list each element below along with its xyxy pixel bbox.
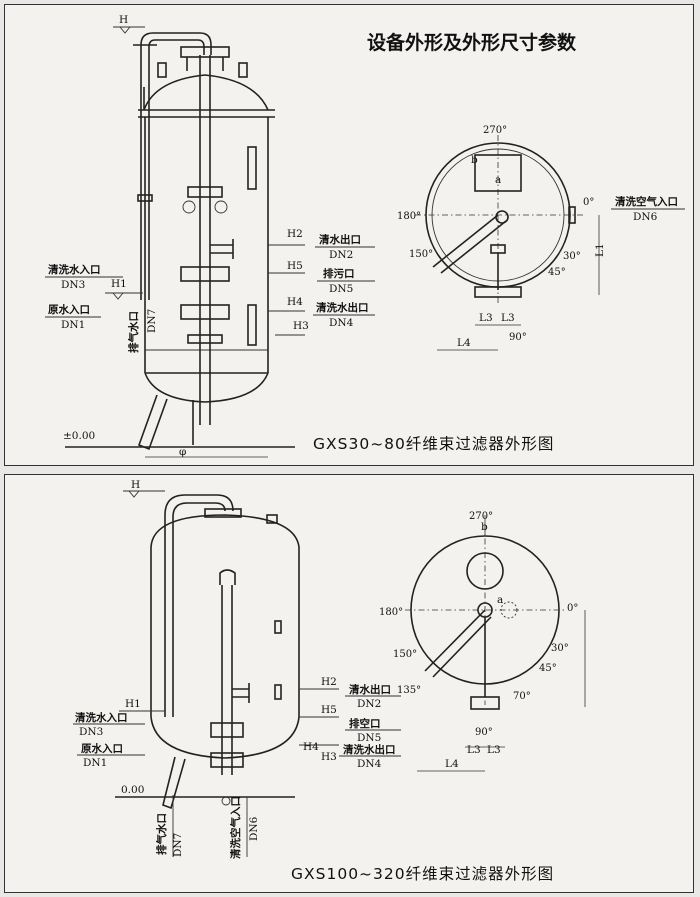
page-title: 设备外形及外形尺寸参数 xyxy=(367,31,577,54)
angle-45: 45° xyxy=(548,267,566,278)
port-drain-label-large: 排空口 xyxy=(349,717,381,730)
angle-135-large: 135° xyxy=(397,685,421,696)
sight-glass-large-upper xyxy=(274,620,282,634)
diameter-symbol: φ xyxy=(179,446,186,458)
port-clean-wash-in-label-large: 清洗水入口 xyxy=(75,711,128,724)
port-clean-wash-in-label: 清洗水入口 xyxy=(48,263,101,276)
port-dn2-label: DN2 xyxy=(329,249,353,261)
dim-L3b-large: L3 xyxy=(487,744,501,756)
port-clean-out-label: 清水出口 xyxy=(319,233,361,246)
elev-H3: H3 xyxy=(293,320,309,332)
ground-level-label: ±0.00 xyxy=(63,430,95,442)
angle-150: 150° xyxy=(409,249,433,260)
port-air-in-label-large: 清洗空气入口 xyxy=(229,796,242,859)
angle-70-large: 70° xyxy=(513,691,531,702)
elev-H5: H5 xyxy=(287,260,303,272)
port-clean-out-label-large: 清水出口 xyxy=(349,683,391,696)
elev-H: H xyxy=(119,14,128,26)
port-exhaust-label-large: 排气水口 xyxy=(155,813,168,855)
dim-b: b xyxy=(471,154,478,166)
dim-L1: L1 xyxy=(594,243,606,257)
port-clean-wash-out-label-large: 清洗水出口 xyxy=(343,743,396,756)
diagram-panel-small-filter: 设备外形及外形尺寸参数 xyxy=(4,4,694,466)
wash-pipe-large xyxy=(164,494,234,717)
large-filter-drawing: 0.00 H H1 清洗水入口 DN3 原水入口 DN1 排气水口 DN7 清洗… xyxy=(73,479,586,883)
elev-H5-large: H5 xyxy=(321,704,337,716)
figure-caption-large: GXS100~320纤维束过滤器外形图 xyxy=(291,865,554,883)
port-dn7-label: DN7 xyxy=(146,309,158,333)
center-pipe xyxy=(180,55,234,425)
port-air-in-label: 清洗空气入口 xyxy=(615,195,678,208)
plan-view-large xyxy=(405,515,567,710)
port-dn3-label: DN3 xyxy=(61,279,85,291)
dim-L4: L4 xyxy=(457,337,471,349)
dim-L4-large: L4 xyxy=(445,758,459,770)
port-dn5-label-large: DN5 xyxy=(357,732,381,744)
dim-a-large: a xyxy=(497,594,503,606)
sight-glass-upper xyxy=(247,146,257,190)
port-dn1-label: DN1 xyxy=(61,319,85,331)
support-leg-large xyxy=(162,756,186,810)
center-pipe-large xyxy=(210,569,250,806)
elev-H2-large: H2 xyxy=(321,676,337,688)
elev-H4: H4 xyxy=(287,296,303,308)
angle-30: 30° xyxy=(563,251,581,262)
angle-270-large: 270° xyxy=(469,511,493,522)
wash-pipe xyxy=(133,32,212,300)
angle-45-large: 45° xyxy=(539,663,557,674)
port-dn4-label-large: DN4 xyxy=(357,758,382,770)
port-dn1-label-large: DN1 xyxy=(83,757,107,769)
dim-L3a-large: L3 xyxy=(467,744,481,756)
port-dn4-label: DN4 xyxy=(329,317,354,329)
support-legs xyxy=(137,394,194,451)
port-exhaust-label: 排气水口 xyxy=(127,311,140,353)
angle-180-large: 180° xyxy=(379,607,403,618)
elev-H-large: H xyxy=(131,479,140,491)
elev-H2: H2 xyxy=(287,228,303,240)
angle-90-large: 90° xyxy=(475,727,493,738)
port-drain-label: 排污口 xyxy=(323,267,355,280)
ground-level-label-large: 0.00 xyxy=(121,784,144,796)
angle-90: 90° xyxy=(509,332,527,343)
elev-H1-large: H1 xyxy=(125,698,141,710)
angle-270: 270° xyxy=(483,125,507,136)
dim-a: a xyxy=(495,174,501,186)
port-raw-in-label: 原水入口 xyxy=(48,303,90,316)
port-dn2-label-large: DN2 xyxy=(357,698,381,710)
dim-L3b: L3 xyxy=(501,312,515,324)
port-raw-in-label-large: 原水入口 xyxy=(81,742,123,755)
port-dn3-label-large: DN3 xyxy=(79,726,103,738)
port-dn7-label-large: DN7 xyxy=(172,833,184,857)
small-filter-drawing: 设备外形及外形尺寸参数 xyxy=(45,14,685,458)
elev-H4-large: H4 xyxy=(303,741,319,753)
angle-150-large: 150° xyxy=(393,649,417,660)
elev-H3-large: H3 xyxy=(321,751,337,763)
angle-180: 180° xyxy=(397,211,421,222)
vessel-body xyxy=(138,46,275,403)
sight-glass-lower xyxy=(247,304,257,346)
port-dn5-label: DN5 xyxy=(329,283,353,295)
port-clean-wash-out-label: 清洗水出口 xyxy=(316,301,369,314)
elev-H1: H1 xyxy=(111,278,127,290)
port-dn6-label: DN6 xyxy=(633,211,658,223)
diagram-panel-large-filter: 0.00 H H1 清洗水入口 DN3 原水入口 DN1 排气水口 DN7 清洗… xyxy=(4,474,694,893)
figure-caption-small: GXS30~80纤维束过滤器外形图 xyxy=(313,435,554,453)
port-dn6-label-large: DN6 xyxy=(248,816,260,841)
angle-30-large: 30° xyxy=(551,643,569,654)
angle-0-large: 0° xyxy=(567,603,578,614)
angle-0: 0° xyxy=(583,197,594,208)
sight-glass-large-lower xyxy=(274,684,282,700)
dim-b-large: b xyxy=(481,521,488,533)
dim-L3a: L3 xyxy=(479,312,493,324)
plan-view-small xyxy=(415,135,583,305)
